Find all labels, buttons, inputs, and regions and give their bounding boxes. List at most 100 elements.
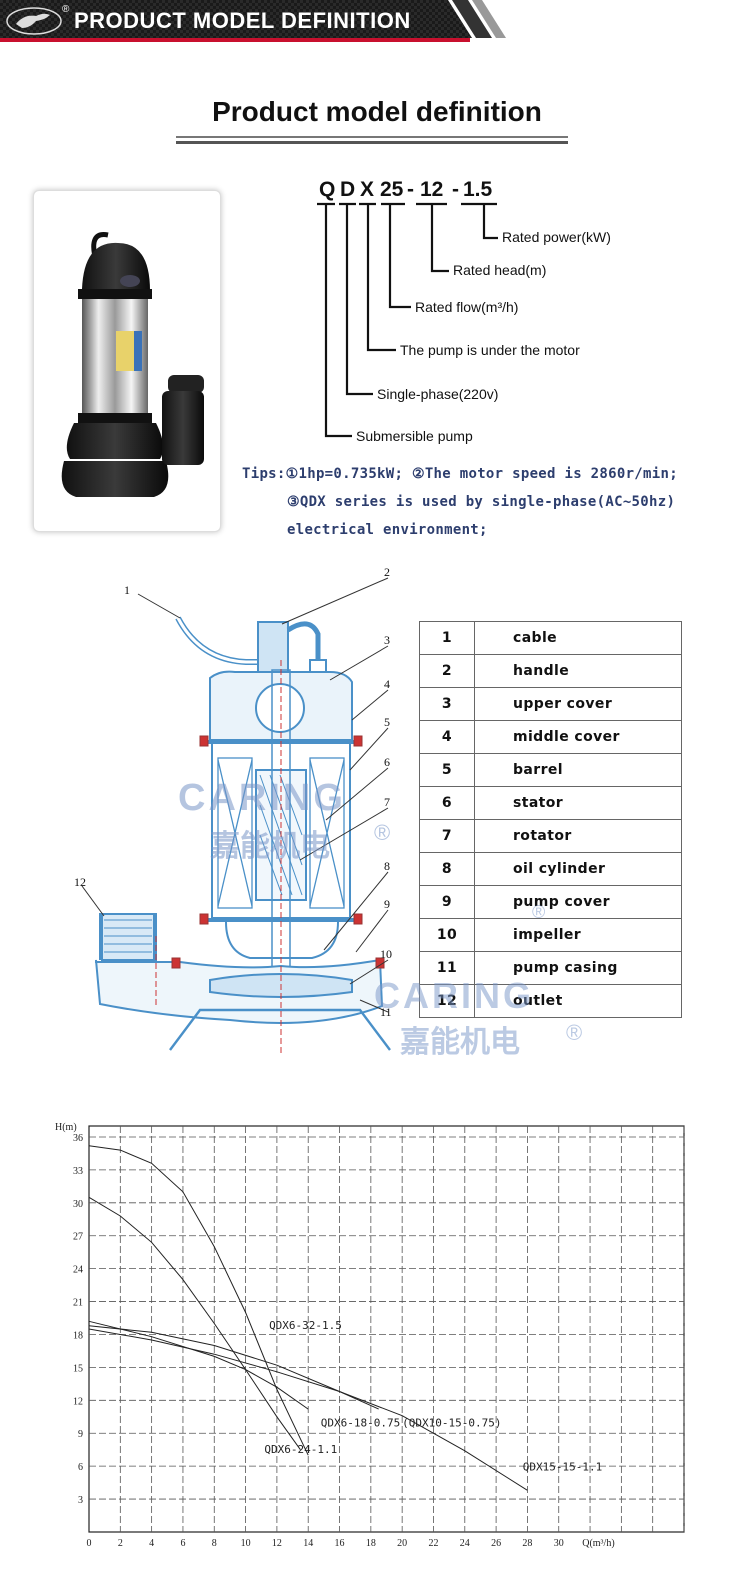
part-number: 5 [419,753,475,787]
part-name: cable [474,621,682,655]
x-tick-label: 22 [428,1538,438,1549]
tips-line-1: Tips:①1hp=0.735kW; ②The motor speed is 2… [242,466,678,482]
curve-label: QDX15-15-1.1 [523,1461,602,1474]
curve-label: (QDX10-15-0.75) [402,1417,501,1430]
x-axis-label: Q(m³/h) [582,1538,614,1549]
y-tick-label: 12 [73,1396,83,1407]
model-code-dash: - [452,178,459,201]
x-tick-label: 26 [491,1538,501,1549]
callout-8: 8 [384,859,390,873]
x-tick-label: 4 [149,1538,154,1549]
part-name: rotator [474,819,682,853]
diagram-body [95,616,391,1056]
model-code-power: 1.5 [463,178,493,201]
performance-curve [88,1196,301,1450]
y-tick-label: 30 [73,1199,83,1210]
curve-label: QDX6-24-1.1 [264,1443,337,1456]
header-banner: ® PRODUCT MODEL DEFINITION [0,0,754,44]
callout-2: 2 [384,565,390,579]
y-tick-label: 33 [73,1166,83,1177]
part-name: middle cover [474,720,682,754]
banner-background [0,0,506,42]
svg-text:CARING: CARING [374,975,534,1016]
part-number: 11 [419,951,475,985]
product-photo-card [33,190,221,532]
performance-curve [88,1320,309,1410]
tips-line-2: ③QDX series is used by single-phase(AC~5… [287,494,676,510]
definition-single-phase: Single-phase(220v) [377,386,499,402]
model-code-q: Q [319,178,336,201]
callout-10: 10 [380,947,392,961]
callout-11: 11 [380,1005,392,1019]
definition-submersible: Submersible pump [356,428,473,444]
part-number: 1 [419,621,475,655]
definition-pump-under-motor: The pump is under the motor [400,342,580,358]
part-name: oil cylinder [474,852,682,886]
part-number: 3 [419,687,475,721]
y-axis-label: H(m) [55,1122,77,1133]
y-tick-label: 3 [78,1495,83,1506]
model-code-x: X [360,178,375,201]
x-tick-label: 8 [212,1538,217,1549]
y-tick-label: 27 [73,1232,83,1243]
svg-text:®: ® [374,820,390,845]
x-tick-label: 12 [272,1538,282,1549]
definition-rated-flow: Rated flow(m³/h) [415,299,519,315]
y-tick-label: 21 [73,1298,83,1309]
model-code-flow: 25 [380,178,404,201]
definition-rated-head: Rated head(m) [453,262,547,278]
x-tick-label: 18 [366,1538,376,1549]
x-tick-label: 10 [241,1538,251,1549]
definition-rated-power: Rated power(kW) [502,229,611,245]
part-name: outlet [474,984,682,1018]
model-code-dash: - [407,178,414,201]
callout-4: 4 [384,677,390,691]
tips-line-3: electrical environment; [287,522,488,538]
x-tick-label: 28 [522,1538,532,1549]
svg-text:CARING: CARING [178,777,346,819]
curve-label: QDX6-32-1.5 [269,1319,342,1332]
y-tick-label: 6 [78,1462,83,1473]
part-number: 7 [419,819,475,853]
y-tick-label: 24 [73,1265,83,1276]
brand-watermark-2: CARING 嘉能机电 ® ® [374,902,582,1059]
pump-cross-section-diagram: 1 2 3 4 5 6 7 8 9 10 11 12 CARING 嘉能机电 ® [74,565,392,1056]
registered-mark: ® [62,4,70,15]
x-tick-label: 6 [180,1538,185,1549]
x-tick-label: 2 [118,1538,123,1549]
x-tick-label: 30 [554,1538,564,1549]
callout-7: 7 [384,795,390,809]
svg-text:®: ® [532,902,545,922]
banner-title: PRODUCT MODEL DEFINITION [74,8,411,33]
x-tick-label: 16 [335,1538,345,1549]
title-underline [176,136,568,138]
part-name: barrel [474,753,682,787]
callout-3: 3 [384,633,390,647]
part-number: 9 [419,885,475,919]
model-code-d: D [340,178,356,201]
model-code-leader-lines [317,202,498,438]
part-number: 2 [419,654,475,688]
svg-text:嘉能机电: 嘉能机电 [400,1026,520,1059]
performance-curve [88,1145,309,1456]
svg-text:®: ® [566,1020,582,1045]
x-tick-label: 20 [397,1538,407,1549]
section-title: Product model definition [212,96,542,127]
x-tick-label: 14 [303,1538,313,1549]
callout-5: 5 [384,715,390,729]
part-number: 8 [419,852,475,886]
part-number: 6 [419,786,475,820]
y-tick-label: 36 [73,1133,83,1144]
brand-watermark: CARING 嘉能机电 ® [178,777,390,863]
